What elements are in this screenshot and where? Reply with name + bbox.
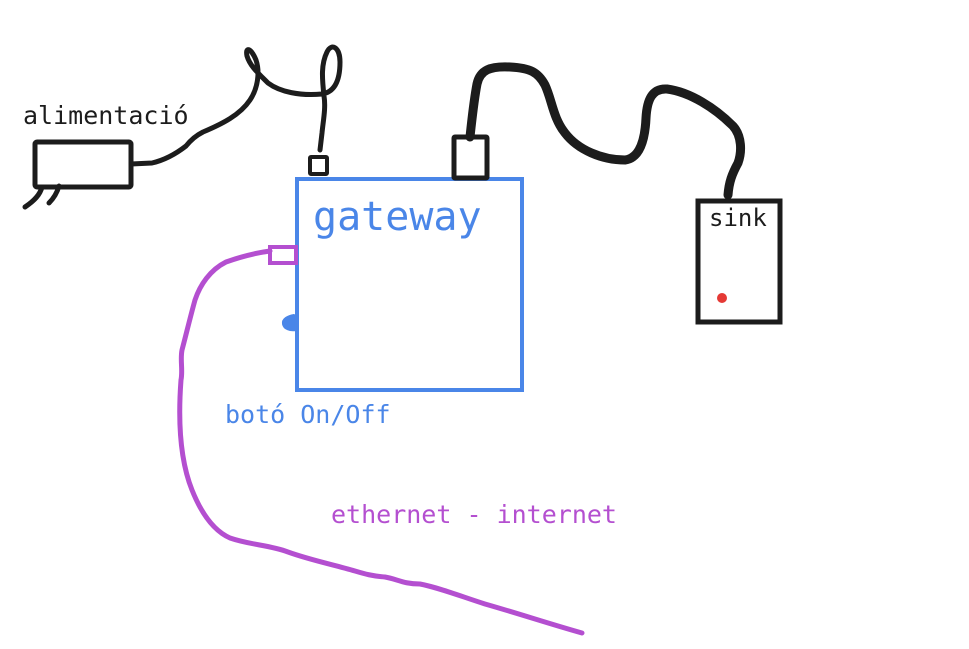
- sink-led: [717, 293, 727, 303]
- power-cable: [128, 44, 343, 167]
- usb-connector: [451, 134, 490, 181]
- power-port-connector: [308, 155, 329, 176]
- power-adapter: [22, 139, 134, 210]
- power-label: alimentació: [23, 101, 189, 130]
- ethernet-cable: [177, 248, 585, 636]
- gateway-box: [295, 177, 524, 392]
- sink-box: [695, 198, 783, 325]
- power-adapter-body: [32, 139, 134, 190]
- power-adapter-plug-prong-left: [22, 184, 45, 210]
- on-off-button-icon: [281, 314, 297, 332]
- ethernet-label: ethernet - internet: [331, 500, 617, 529]
- button-label: botó On/Off: [225, 400, 391, 429]
- ethernet-port-connector: [268, 245, 298, 265]
- gateway-label: gateway: [313, 194, 482, 240]
- power-adapter-plug-prong-right: [46, 183, 62, 206]
- sink-label: sink: [709, 204, 767, 232]
- usb-cable: [465, 62, 746, 200]
